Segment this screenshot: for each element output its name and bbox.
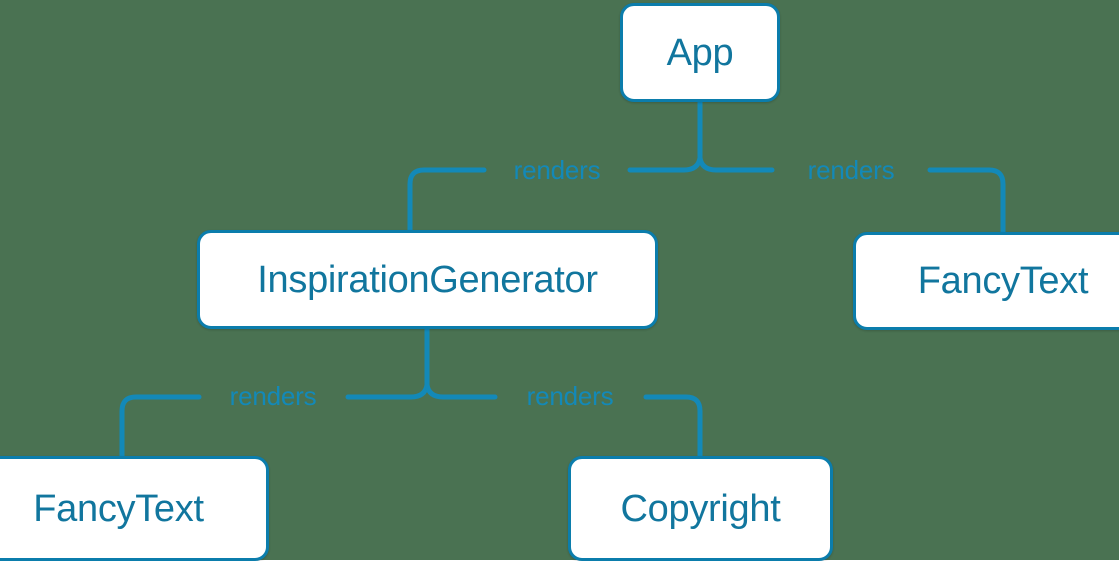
node-inspiration-generator[interactable]: InspirationGenerator [197,230,658,329]
edge-app-to-fancytext-right [697,155,1006,235]
edge-label-inspiration-to-copyright: renders [526,381,614,411]
node-app-label: App [666,31,734,74]
node-inspiration-generator-label: InspirationGenerator [257,258,598,301]
node-fancytext-left-label: FancyText [33,487,204,530]
node-fancytext-right[interactable]: FancyText [853,232,1119,330]
node-fancytext-left[interactable]: FancyText [0,456,269,561]
node-copyright[interactable]: Copyright [568,456,833,561]
node-app[interactable]: App [620,3,780,102]
edge-label-app-to-inspiration: renders [513,155,601,185]
edge-label-inspiration-to-fancytext-left: renders [229,381,317,411]
node-copyright-label: Copyright [620,487,781,530]
node-fancytext-right-label: FancyText [917,260,1089,302]
edge-inspiration-to-copyright [424,382,703,459]
edge-label-app-to-fancytext-right: renders [807,155,895,185]
